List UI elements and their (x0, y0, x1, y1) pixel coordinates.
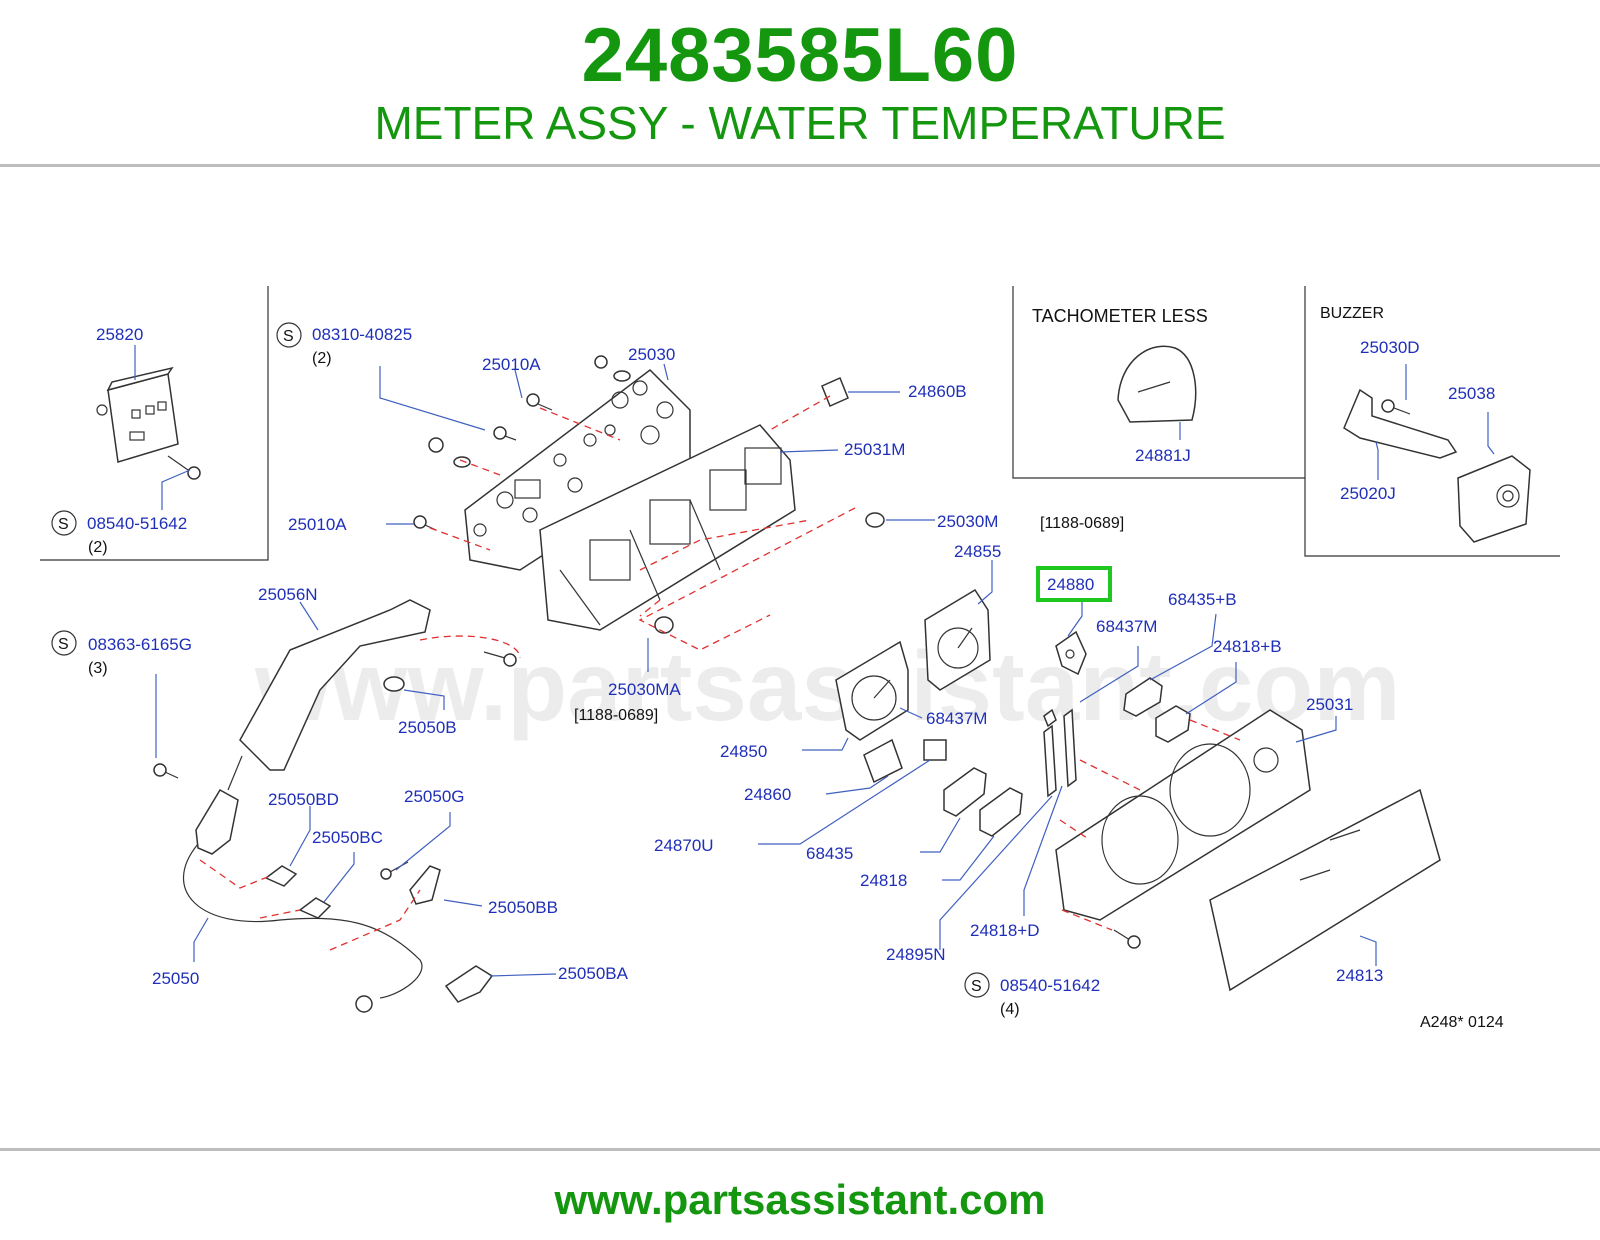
callout-08540-51642-a[interactable]: 08540-51642 (87, 514, 187, 533)
callout-25050bc[interactable]: 25050BC (312, 828, 383, 847)
callout-24818[interactable]: 24818 (860, 871, 907, 890)
s-symbols: S S S S (51, 322, 990, 998)
callout-24813[interactable]: 24813 (1336, 966, 1383, 985)
part-24881j-dial (1117, 345, 1197, 423)
qty-2-a: (2) (88, 539, 108, 556)
callout-24818b[interactable]: 24818+B (1213, 637, 1282, 656)
exploded-parts-diagram: www.partsassistant.com TACHOMETER LESS B… (40, 286, 1560, 1031)
callout-24870u[interactable]: 24870U (654, 836, 714, 855)
callout-leader-lines (134, 345, 1495, 977)
footer-divider (0, 1148, 1600, 1151)
part-name-subtitle: METER ASSY - WATER TEMPERATURE (374, 97, 1226, 149)
part-25038-buzzer (1457, 455, 1531, 543)
tachometer-less-inset-title: TACHOMETER LESS (1032, 306, 1208, 326)
part-25031m-housing (539, 424, 796, 631)
bulbs-and-screws-top (413, 355, 631, 531)
part-24880-bracket (1055, 630, 1087, 676)
callout-08540-51642-b[interactable]: 08540-51642 (1000, 976, 1100, 995)
s-symbol-08310: S (283, 328, 294, 345)
screw-08363 (153, 763, 179, 779)
date-range-2: [1188-0689] (574, 707, 658, 724)
s-symbol-08540-b: S (971, 978, 982, 995)
callout-25050ba[interactable]: 25050BA (558, 964, 629, 983)
callout-68437m-mid[interactable]: 68437M (926, 709, 987, 728)
callout-24895n[interactable]: 24895N (886, 945, 946, 964)
part-24850-gauge (835, 640, 909, 741)
callout-24855[interactable]: 24855 (954, 542, 1001, 561)
callout-25031[interactable]: 25031 (1306, 695, 1353, 714)
callout-25050bd[interactable]: 25050BD (268, 790, 339, 809)
qty-2-b: (2) (312, 350, 332, 367)
screw-08540-a (167, 455, 201, 480)
watermark-text: www.partsassistant.com (254, 631, 1401, 741)
callout-24860b[interactable]: 24860B (908, 382, 967, 401)
assembly-dash-lines (199, 395, 1241, 951)
part-25030ma-bulb (654, 616, 674, 634)
callout-25056n[interactable]: 25056N (258, 585, 318, 604)
callout-25010a-top[interactable]: 25010A (482, 355, 541, 374)
part-strips (1043, 708, 1077, 798)
ref-code: A248* 0124 (1420, 1014, 1504, 1031)
highlight-box-24880 (1036, 566, 1112, 602)
part-24855-gauge (924, 588, 991, 691)
qty-4: (4) (1000, 1001, 1020, 1018)
part-25820-module (96, 366, 179, 463)
callout-25031m[interactable]: 25031M (844, 440, 905, 459)
qty-3: (3) (88, 660, 108, 677)
callout-25050bb[interactable]: 25050BB (488, 898, 558, 917)
callout-68435b[interactable]: 68435+B (1168, 590, 1237, 609)
callout-25050[interactable]: 25050 (152, 969, 199, 988)
s-symbol-08540-a: S (58, 516, 69, 533)
callout-25050g[interactable]: 25050G (404, 787, 465, 806)
callout-25030m[interactable]: 25030M (937, 512, 998, 531)
header-divider (0, 164, 1600, 167)
callout-25030[interactable]: 25030 (628, 345, 675, 364)
callout-25820[interactable]: 25820 (96, 325, 143, 344)
part-25031-cluster-face (1055, 709, 1311, 921)
callout-25020j[interactable]: 25020J (1340, 484, 1396, 503)
part-24813-lens (1209, 788, 1441, 992)
callout-24880-highlighted[interactable]: 24880 (1047, 575, 1094, 594)
part-25020j-bracket (1343, 388, 1458, 459)
cable-clips (264, 861, 494, 1003)
callout-24818d[interactable]: 24818+D (970, 921, 1039, 940)
callout-08363-6165g[interactable]: 08363-6165G (88, 635, 192, 654)
callout-25030d[interactable]: 25030D (1360, 338, 1420, 357)
callout-08310-40825[interactable]: 08310-40825 (312, 325, 412, 344)
callout-25050b[interactable]: 25050B (398, 718, 457, 737)
part-24860-unit (863, 738, 947, 784)
buzzer-inset-title: BUZZER (1320, 305, 1384, 322)
callout-24850[interactable]: 24850 (720, 742, 767, 761)
callout-25010a-mid[interactable]: 25010A (288, 515, 347, 534)
screw-08540-b (1113, 929, 1141, 949)
callout-24860[interactable]: 24860 (744, 785, 791, 804)
callout-68435[interactable]: 68435 (806, 844, 853, 863)
callout-24881j[interactable]: 24881J (1135, 446, 1191, 465)
s-symbol-08363: S (58, 636, 69, 653)
part-lenses (943, 677, 1191, 837)
callout-25030ma[interactable]: 25030MA (608, 680, 681, 699)
part-24860b-clip (821, 376, 849, 408)
part-speedo-cable (182, 651, 517, 1013)
callout-68437m-top[interactable]: 68437M (1096, 617, 1157, 636)
part-number-title: 2483585L60 (581, 13, 1019, 98)
part-25030m-bulb (865, 512, 885, 528)
part-25056n-cover (239, 599, 431, 771)
inset-frames (40, 286, 1560, 561)
footer-site-link[interactable]: www.partsassistant.com (554, 1176, 1046, 1223)
date-range-1: [1188-0689] (1040, 515, 1124, 532)
callout-25038[interactable]: 25038 (1448, 384, 1495, 403)
